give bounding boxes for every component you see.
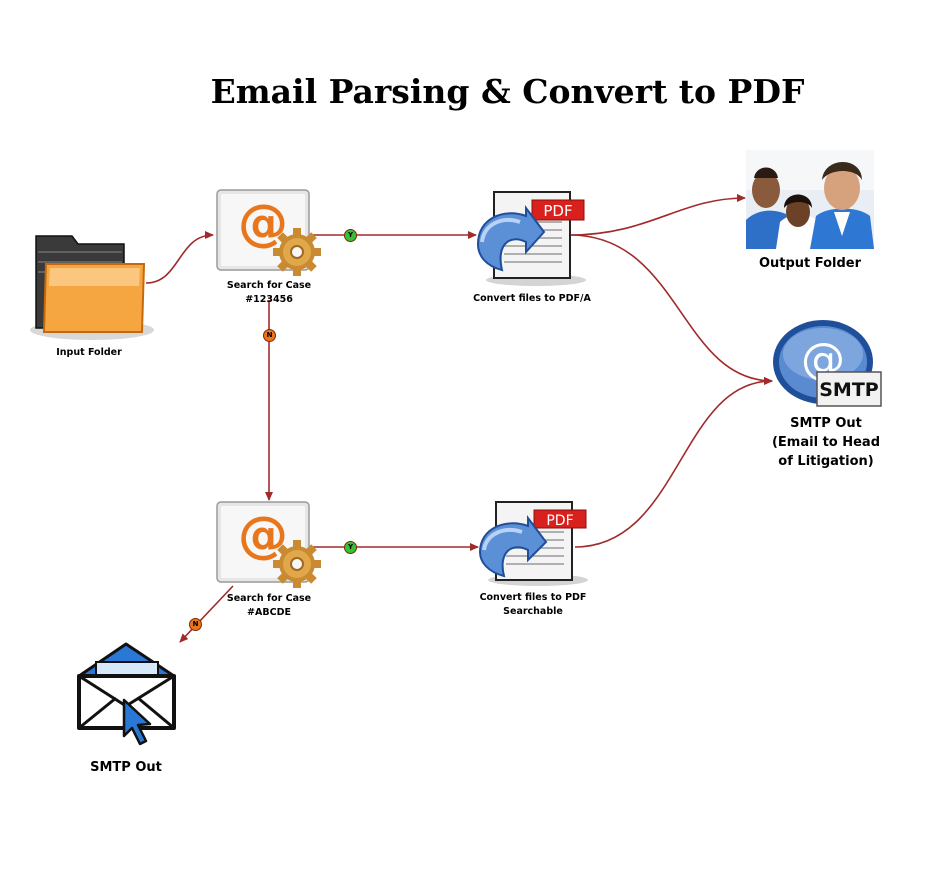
input-folder-label: Input Folder: [56, 347, 122, 358]
smtp-head-label: SMTP Out (Email to Head of Litigation): [756, 414, 896, 471]
convert-searchable-label: Convert files to PDF Searchable: [462, 591, 604, 619]
business-people-photo: [746, 150, 874, 249]
convert-searchable-label-line1: Convert files to PDF: [479, 592, 587, 603]
yes-badge: Y: [344, 541, 357, 554]
convert-pdfa-label: Convert files to PDF/A: [473, 293, 591, 304]
convert-pdfa-node[interactable]: PDF: [472, 188, 590, 288]
search-case-2-node[interactable]: @: [213, 500, 325, 588]
smtp-head-node[interactable]: @ SMTP: [771, 318, 883, 410]
smtp-head-label-line3: of Litigation): [778, 454, 874, 469]
search-case-1-label-line1: Search for Case: [226, 280, 312, 291]
folder-icon: [30, 235, 154, 340]
svg-text:@: @: [238, 194, 288, 252]
envelope-cursor-icon: [77, 642, 176, 746]
output-folder-label: Output Folder: [758, 256, 862, 271]
pdf-badge-text: PDF: [546, 513, 573, 529]
output-folder-node[interactable]: [746, 150, 874, 249]
wire-convert-searchable-to-smtp-head: [574, 377, 773, 548]
smtp-at-icon: @ SMTP: [773, 320, 882, 407]
yes-badge: Y: [344, 229, 357, 242]
smtp-head-label-line1: SMTP Out: [790, 416, 862, 431]
wire-convert-pdfa-to-smtp-head: [569, 234, 773, 385]
pdf-convert-icon: PDF: [478, 501, 588, 586]
no-badge: N: [263, 329, 276, 342]
pdf-badge-text: PDF: [543, 202, 572, 220]
search-case-2-label-line2: #ABCDE: [247, 607, 291, 618]
search-case-2-label: Search for Case #ABCDE: [214, 592, 324, 620]
input-folder-node[interactable]: [24, 228, 154, 348]
wire-search2-to-smtp-out: [179, 585, 234, 643]
smtp-head-label-line2: (Email to Head: [771, 435, 881, 450]
search-case-1-label: Search for Case #123456: [214, 279, 324, 307]
svg-text:@: @: [238, 506, 288, 564]
search-case-1-node[interactable]: @: [213, 188, 325, 276]
wire-convert-pdfa-to-output: [569, 194, 746, 236]
smtp-out-node[interactable]: [76, 640, 180, 752]
smtp-out-label: SMTP Out: [90, 760, 162, 775]
smtp-badge-text: SMTP: [819, 379, 879, 401]
pdf-convert-icon: PDF: [476, 191, 586, 286]
convert-searchable-node[interactable]: PDF: [474, 500, 592, 600]
convert-searchable-label-line2: Searchable: [503, 606, 563, 617]
search-case-2-label-line1: Search for Case: [226, 593, 312, 604]
email-search-gear-icon: @: [216, 189, 321, 276]
email-search-gear-icon: @: [216, 501, 321, 588]
wire-input-to-search1: [145, 231, 214, 284]
search-case-1-label-line2: #123456: [245, 294, 293, 305]
no-badge: N: [189, 618, 202, 631]
page-title: Email Parsing & Convert to PDF: [210, 72, 805, 111]
